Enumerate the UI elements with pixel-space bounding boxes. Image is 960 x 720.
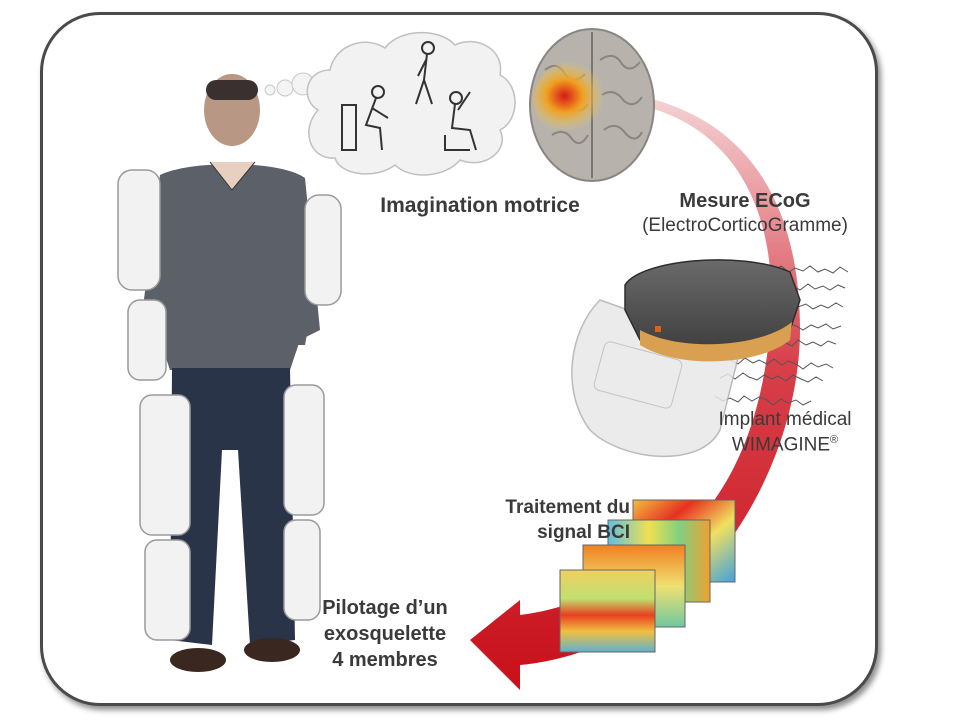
person-sitting-icon bbox=[341, 85, 389, 151]
person-with-exoskeleton bbox=[117, 74, 342, 672]
label-implant-line1: Implant médical bbox=[718, 409, 852, 430]
label-bci-line1: Traitement du bbox=[505, 497, 630, 518]
label-bci-line2: signal BCI bbox=[537, 521, 630, 543]
implant-device bbox=[571, 259, 801, 458]
label-pilot-line1: Pilotage d’un bbox=[322, 597, 448, 619]
label-bci-processing: Traitement du signal BCI bbox=[470, 496, 630, 545]
label-ecog: Mesure ECoG (ElectroCorticoGramme) bbox=[610, 188, 880, 239]
bci-heatmap-stack bbox=[559, 499, 736, 653]
label-ecog-title: Mesure ECoG bbox=[679, 190, 811, 212]
person-reaching-icon bbox=[444, 91, 477, 151]
label-exoskeleton-control: Pilotage d’un exosquelette 4 membres bbox=[300, 595, 470, 673]
label-implant-line2: WIMAGINE bbox=[731, 434, 831, 456]
brain-image bbox=[529, 28, 655, 182]
label-motor-imagery: Imagination motrice bbox=[360, 192, 600, 219]
registered-mark: ® bbox=[830, 433, 839, 446]
label-ecog-subtitle: (ElectroCorticoGramme) bbox=[642, 215, 848, 236]
label-implant: Implant médical WIMAGINE® bbox=[690, 408, 880, 458]
person-walking-icon bbox=[415, 41, 435, 105]
label-pilot-line2: exosquelette bbox=[323, 623, 447, 645]
label-pilot-line3: 4 membres bbox=[332, 649, 438, 671]
label-motor-imagery-text: Imagination motrice bbox=[380, 194, 580, 217]
thought-cloud bbox=[264, 31, 516, 176]
